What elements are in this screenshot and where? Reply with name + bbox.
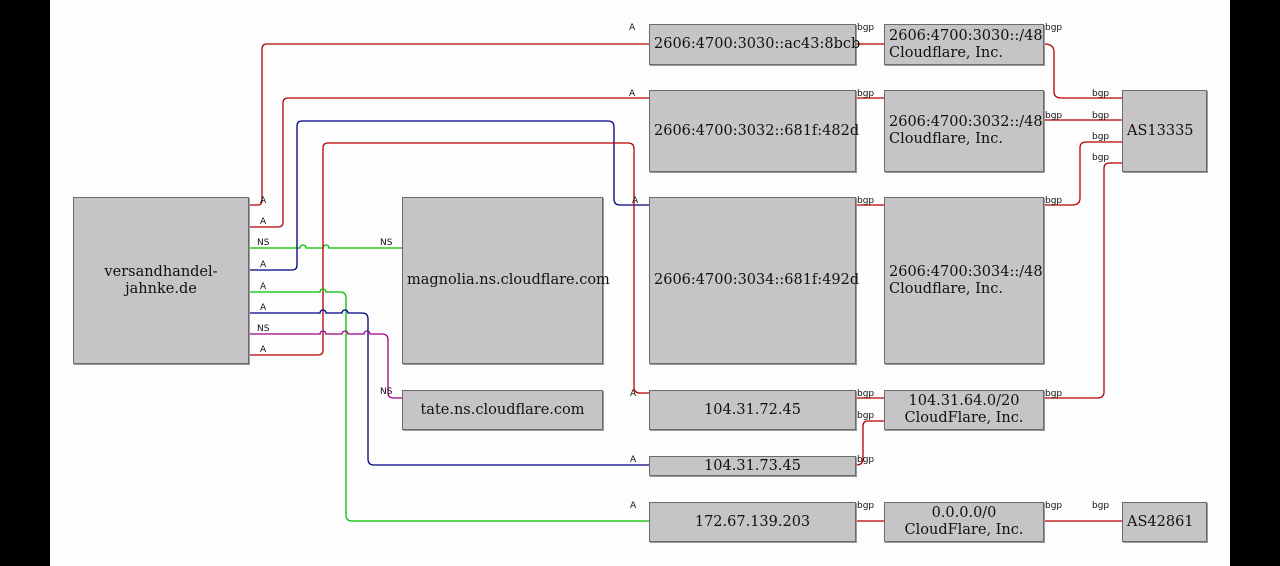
edge-bgp-net-3030 xyxy=(1043,43,1122,99)
label-bgp-ip-3032: bgp xyxy=(857,89,874,99)
ip-label-3034: 2606:4700:3034::681f:492d xyxy=(654,272,860,288)
network-owner-3034: Cloudflare, Inc. xyxy=(889,280,1003,297)
label-a-3032: A xyxy=(260,217,267,227)
ip-label-3030: 2606:4700:3030::ac43:8bcb xyxy=(654,36,861,52)
domain-node: versandhandel-jahnke.de xyxy=(73,197,249,364)
network-prefix-0-0-0-0: 0.0.0.0/0 xyxy=(931,505,997,521)
ip-label-104-31-72-45: 104.31.72.45 xyxy=(704,401,801,418)
ip-node-3034: 2606:4700:3034::681f:492d xyxy=(649,197,860,364)
label-bgp-net-3032: bgp xyxy=(1045,111,1062,121)
label-ns-magnolia-target: NS xyxy=(380,238,393,248)
label-bgp-ip-172: bgp xyxy=(857,501,874,511)
ip-node-172-67-139-203: 172.67.139.203 xyxy=(649,502,856,542)
label-bgp-net-0: bgp xyxy=(1045,501,1062,511)
label-bgp-net-3030: bgp xyxy=(1045,23,1062,33)
label-bgp-ip-104-73-out: bgp xyxy=(857,411,874,421)
as-node-13335: AS13335 xyxy=(1122,90,1207,172)
label-ns-tate: NS xyxy=(257,324,270,334)
label-a-target-3034: A xyxy=(632,196,639,206)
ip-node-3032: 2606:4700:3032::681f:482d xyxy=(649,90,860,172)
label-a-target-3030: A xyxy=(629,23,636,33)
network-prefix-3030: 2606:4700:3030::/48 xyxy=(889,27,1043,44)
edge-a-ip-104-31-72-45 xyxy=(249,142,649,394)
label-ns-tate-target: NS xyxy=(380,387,393,397)
label-bgp-net-3034: bgp xyxy=(1045,196,1062,206)
domain-label: versandhandel-jahnke.de xyxy=(104,263,218,297)
label-a-target-172: A xyxy=(630,501,637,511)
network-owner-104-31-64-0: CloudFlare, Inc. xyxy=(904,410,1024,426)
edge-bgp-ip-104-31-73-45 xyxy=(855,420,884,466)
as-label-42861: AS42861 xyxy=(1127,513,1194,530)
label-a-172: A xyxy=(260,282,267,292)
edge-ns-magnolia xyxy=(249,244,402,249)
network-owner-0-0-0-0: CloudFlare, Inc. xyxy=(904,522,1024,538)
ip-label-3032: 2606:4700:3032::681f:482d xyxy=(654,122,860,139)
label-bgp-ip-3034: bgp xyxy=(857,196,874,206)
as-node-42861: AS42861 xyxy=(1122,502,1207,542)
network-prefix-104-31-64-0: 104.31.64.0/20 xyxy=(908,393,1020,409)
ip-label-104-31-73-45: 104.31.73.45 xyxy=(704,457,801,474)
edge-a-ip-3032 xyxy=(249,97,649,228)
label-a-target-104-72: A xyxy=(630,389,637,399)
as-label-13335: AS13335 xyxy=(1127,122,1194,139)
edge-bgp-net-104-31-64-0 xyxy=(1044,162,1122,399)
ip-node-104-31-72-45: 104.31.72.45 xyxy=(649,390,856,430)
network-prefix-3034: 2606:4700:3034::/48 xyxy=(889,263,1043,280)
ip-label-172-67-139-203: 172.67.139.203 xyxy=(694,513,811,530)
label-a-3030: A xyxy=(260,196,267,206)
label-bgp-as42861: bgp xyxy=(1092,501,1109,511)
edge-a-ip-3034-blue xyxy=(249,120,649,271)
label-bgp-ip-3030: bgp xyxy=(857,23,874,33)
label-a-104-72: A xyxy=(260,345,267,355)
label-a-target-104-73: A xyxy=(630,455,637,465)
edge-a-ip-104-31-73-45 xyxy=(249,309,649,466)
label-bgp-as13335-2: bgp xyxy=(1092,111,1109,121)
network-owner-3032: Cloudflare, Inc. xyxy=(889,131,1003,147)
label-a-3034: A xyxy=(260,260,267,270)
edge-a-ip-3030 xyxy=(249,43,649,206)
label-bgp-as13335-3: bgp xyxy=(1092,132,1109,142)
network-owner-3030: Cloudflare, Inc. xyxy=(889,44,1003,61)
nameserver-label-tate: tate.ns.cloudflare.com xyxy=(420,401,585,418)
edge-a-ip-172-67-139-203 xyxy=(249,288,649,522)
label-bgp-net-104: bgp xyxy=(1045,389,1062,399)
label-ns-magnolia: NS xyxy=(257,238,270,248)
label-bgp-ip-104-73: bgp xyxy=(857,455,874,465)
label-bgp-as13335-1: bgp xyxy=(1092,89,1109,99)
label-bgp-ip-104-72: bgp xyxy=(857,389,874,399)
edge-bgp-net-3034 xyxy=(1044,141,1122,206)
network-prefix-3032: 2606:4700:3032::/48 xyxy=(889,114,1043,130)
label-a-target-3032: A xyxy=(629,89,636,99)
nameserver-label-magnolia: magnolia.ns.cloudflare.com xyxy=(407,272,610,288)
nameserver-node-tate: tate.ns.cloudflare.com xyxy=(402,390,603,430)
nameserver-node-magnolia: magnolia.ns.cloudflare.com xyxy=(402,197,610,364)
label-a-104-73: A xyxy=(260,303,267,313)
ip-node-3030: 2606:4700:3030::ac43:8bcb xyxy=(649,24,860,65)
ip-node-104-31-73-45: 104.31.73.45 xyxy=(649,456,856,476)
edge-ns-tate xyxy=(249,330,402,399)
label-bgp-as13335-4: bgp xyxy=(1092,153,1109,163)
